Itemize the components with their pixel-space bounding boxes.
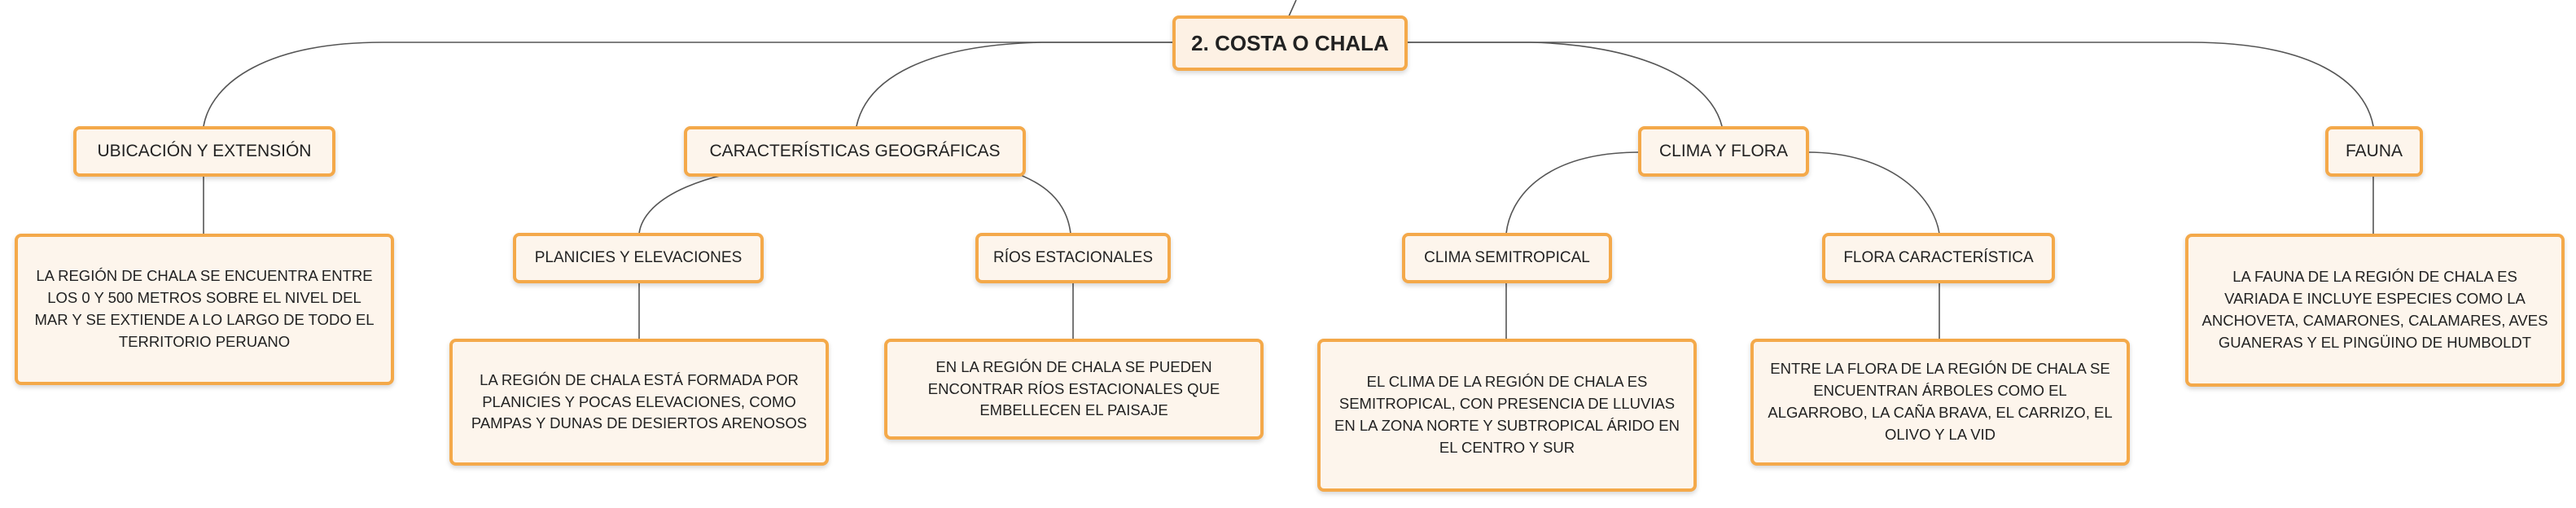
text-box-content: EN LA REGIÓN DE CHALA SE PUEDEN ENCONTRA… [927,357,1220,419]
subtopic-rios-estacionales[interactable]: RÍOS ESTACIONALES [975,233,1171,283]
subtopic-label: RÍOS ESTACIONALES [992,249,1154,266]
connector-root-ubicacion [203,42,1172,127]
text-box-fauna[interactable]: LA FAUNA DE LA REGIÓN DE CHALA ES VARIAD… [2185,234,2565,387]
connector-clima-flora-semitropical [1505,151,1641,234]
text-box-rios[interactable]: EN LA REGIÓN DE CHALA SE PUEDEN ENCONTRA… [884,339,1264,440]
subtopic-label: PLANICIES Y ELEVACIONES [534,249,743,266]
text-box-content: LA REGIÓN DE CHALA SE ENCUENTRA ENTRE LO… [34,267,375,350]
text-box-content: EL CLIMA DE LA REGIÓN DE CHALA ES SEMITR… [1334,373,1680,456]
connector-root-parent [1288,0,1297,17]
connector-root-clima-flora [1405,42,1723,127]
topic-label: FAUNA [2345,142,2403,160]
subtopic-label: CLIMA SEMITROPICAL [1424,249,1590,266]
text-box-content: ENTRE LA FLORA DE LA REGIÓN DE CHALA SE … [1768,360,2113,443]
text-box-flora[interactable]: ENTRE LA FLORA DE LA REGIÓN DE CHALA SE … [1750,339,2130,466]
topic-ubicacion-extension[interactable]: UBICACIÓN Y EXTENSIÓN [73,126,335,177]
topic-label: UBICACIÓN Y EXTENSIÓN [97,142,312,160]
text-box-ubicacion[interactable]: LA REGIÓN DE CHALA SE ENCUENTRA ENTRE LO… [15,234,394,385]
root-label: 2. COSTA O CHALA [1191,30,1389,55]
subtopic-flora-caracteristica[interactable]: FLORA CARACTERÍSTICA [1822,233,2055,283]
text-box-content: LA REGIÓN DE CHALA ESTÁ FORMADA POR PLAN… [471,370,808,432]
subtopic-label: FLORA CARACTERÍSTICA [1843,249,2034,266]
topic-caracteristicas-geograficas[interactable]: CARACTERÍSTICAS GEOGRÁFICAS [684,126,1026,177]
connector-clima-flora-flora [1807,151,1940,234]
subtopic-clima-semitropical[interactable]: CLIMA SEMITROPICAL [1402,233,1612,283]
text-box-planicies[interactable]: LA REGIÓN DE CHALA ESTÁ FORMADA POR PLAN… [449,339,829,466]
topic-label: CARACTERÍSTICAS GEOGRÁFICAS [709,142,1001,160]
root-node[interactable]: 2. COSTA O CHALA [1172,15,1408,71]
topic-fauna[interactable]: FAUNA [2325,126,2423,177]
topic-label: CLIMA Y FLORA [1659,142,1788,160]
topic-clima-flora[interactable]: CLIMA Y FLORA [1638,126,1809,177]
connector-root-fauna [1405,42,2374,127]
text-box-content: LA FAUNA DE LA REGIÓN DE CHALA ES VARIAD… [2201,268,2548,351]
subtopic-planicies-elevaciones[interactable]: PLANICIES Y ELEVACIONES [513,233,764,283]
connector-root-caracteristicas [856,42,1172,127]
text-box-clima-semitropical[interactable]: EL CLIMA DE LA REGIÓN DE CHALA ES SEMITR… [1317,339,1697,492]
